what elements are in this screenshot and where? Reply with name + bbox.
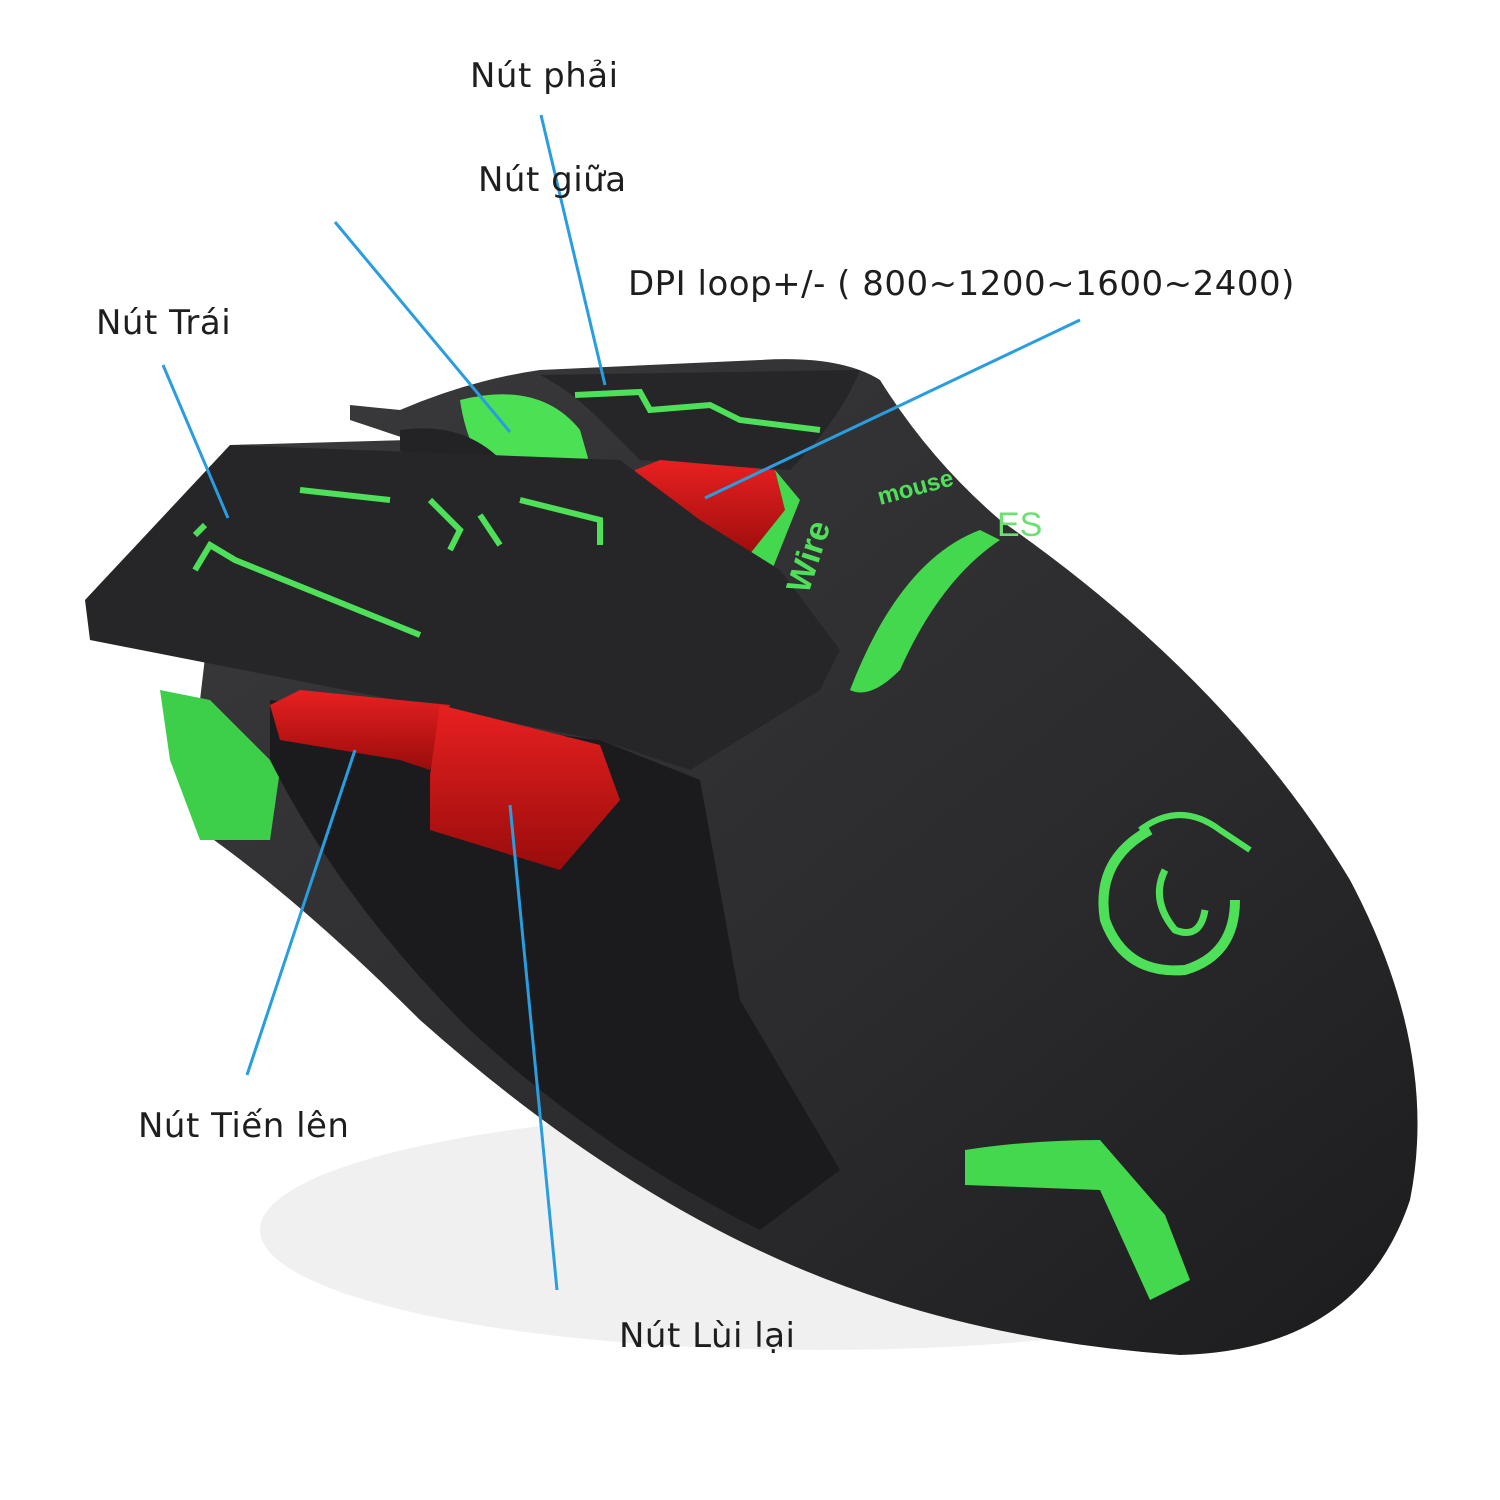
label-dpi: DPI loop+/- ( 800~1200~1600~2400)	[628, 264, 1295, 304]
forward-button[interactable]	[270, 690, 450, 770]
leader-forward	[245, 749, 357, 1076]
dpi-glow	[745, 470, 800, 575]
right-button-glow	[574, 388, 821, 433]
leader-middle-button	[333, 221, 512, 433]
label-left-button: Nút Trái	[96, 303, 232, 343]
left-button-glow	[192, 487, 603, 638]
leader-dpi	[704, 318, 1081, 500]
label-forward-button: Nút Tiến lên	[138, 1106, 350, 1146]
left-button[interactable]	[85, 445, 840, 770]
leader-left-button	[161, 364, 230, 519]
label-right-button: Nút phải	[470, 56, 619, 96]
back-button[interactable]	[430, 705, 620, 870]
label-middle-button: Nút giữa	[478, 160, 627, 200]
rear-glow	[965, 1140, 1190, 1300]
product-es-text: ES	[997, 506, 1042, 544]
label-back-button: Nút Lùi lại	[619, 1316, 796, 1356]
side-panel	[270, 700, 840, 1230]
dpi-button[interactable]	[628, 460, 785, 560]
dragon-logo	[1098, 812, 1252, 976]
leader-right-button	[539, 114, 607, 386]
leader-lines	[161, 114, 1081, 1291]
leader-back	[508, 804, 559, 1291]
side-glow-right	[850, 530, 1000, 693]
side-glow	[160, 690, 280, 840]
